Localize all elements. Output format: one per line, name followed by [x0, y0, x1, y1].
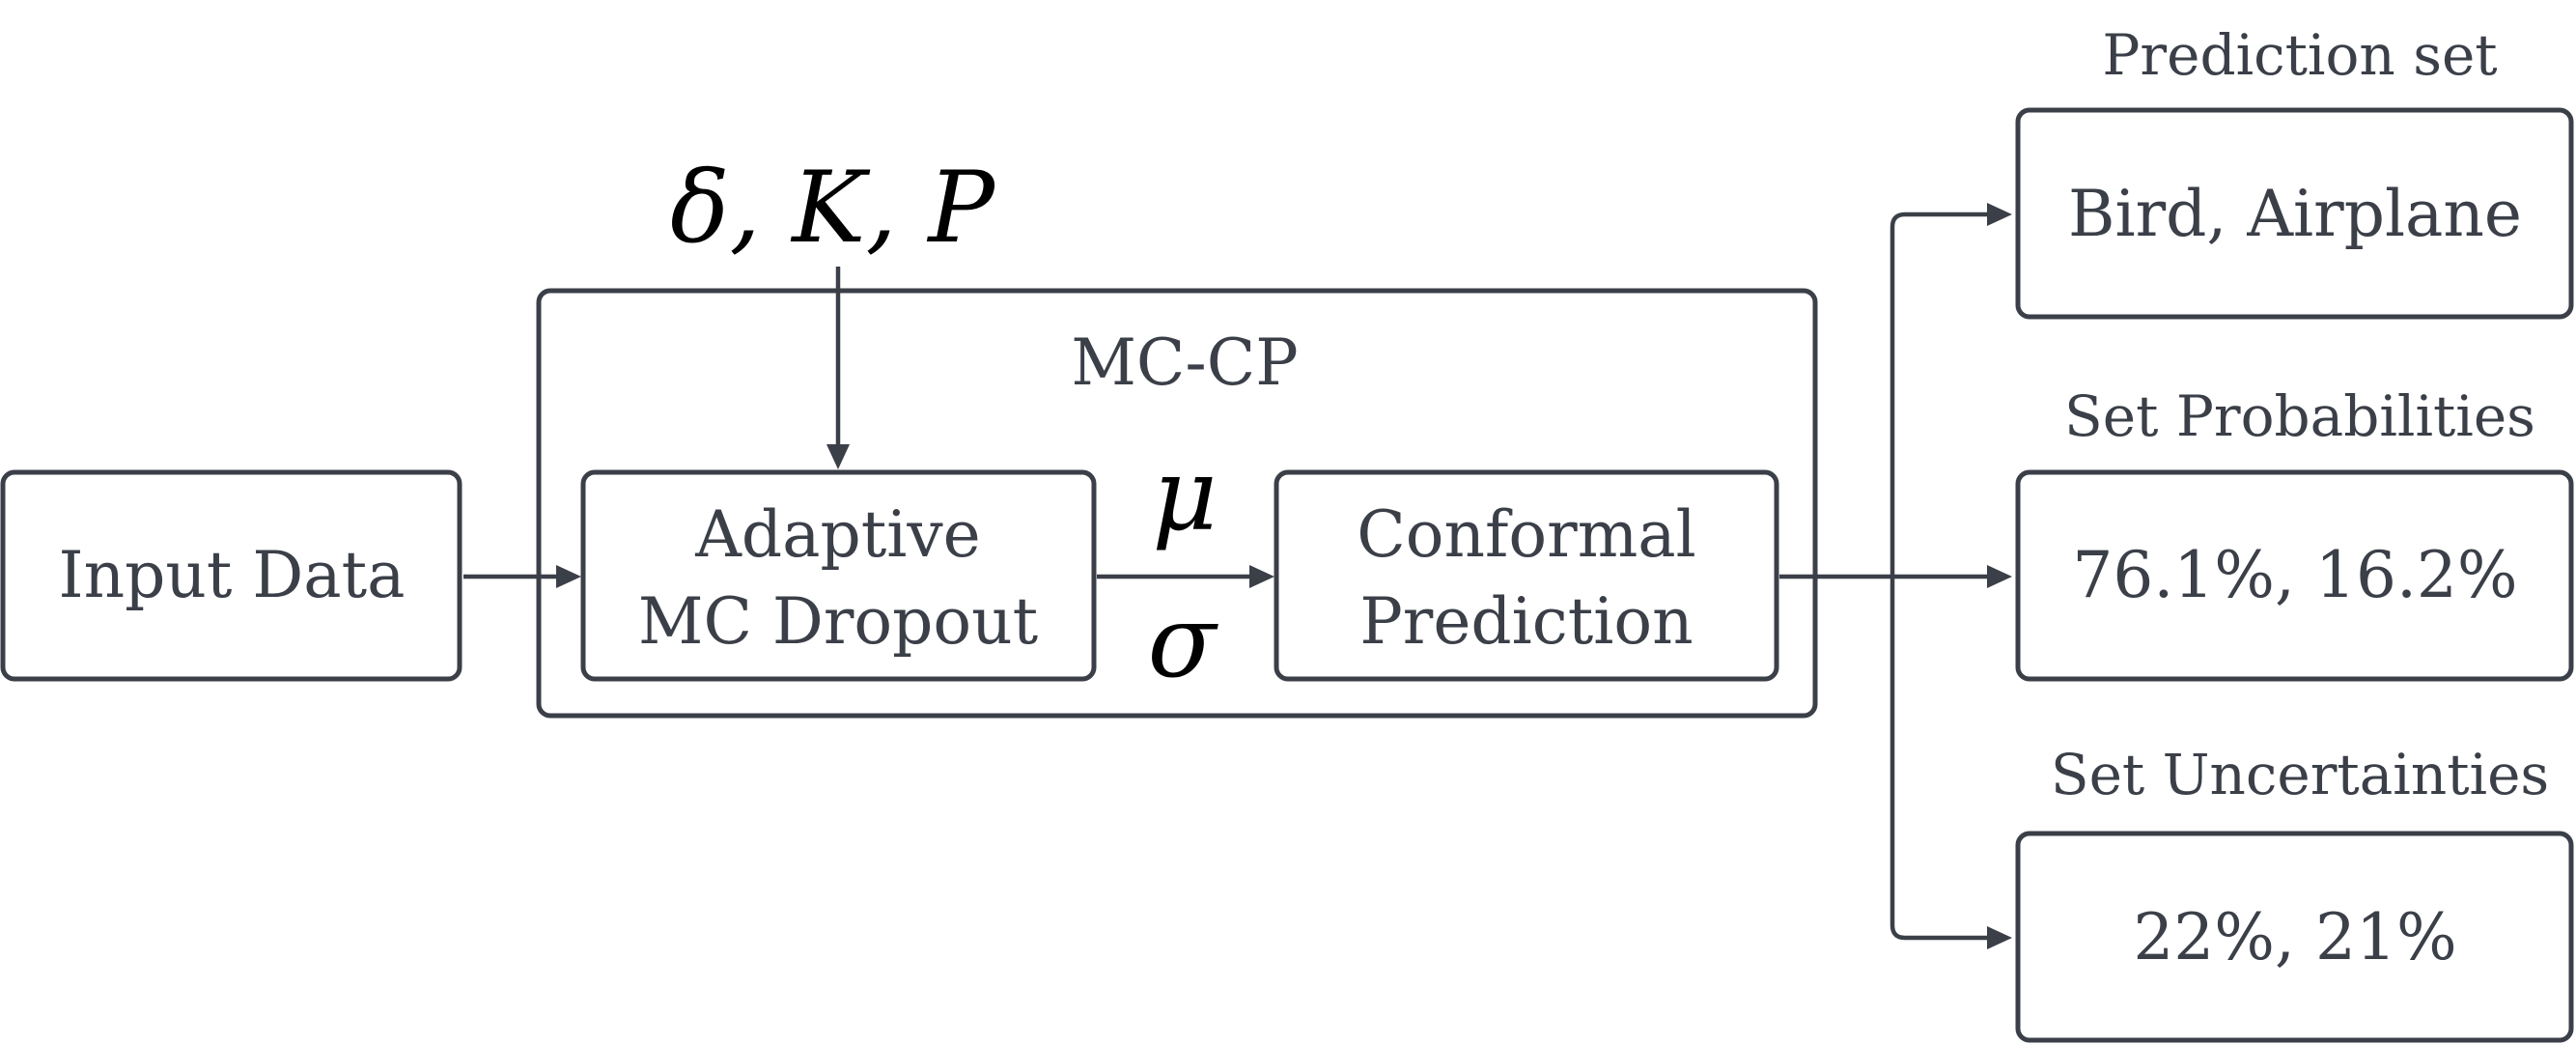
- arrowhead-to-prediction-set: [1987, 203, 2012, 226]
- output-box-set-uncertainties: [2015, 831, 2574, 1043]
- conformal-prediction-line1: Conformal: [1357, 497, 1696, 572]
- output-value-prediction-set: Bird, Airplane: [2068, 177, 2522, 251]
- adaptive-mc-dropout-line1: Adaptive: [694, 497, 981, 572]
- output-box-prediction-set: [2015, 107, 2574, 320]
- arrowhead-dropout-to-conformal: [1249, 565, 1274, 588]
- arrowhead-to-uncertainties: [1987, 926, 2012, 949]
- sigma-symbol: σ: [1148, 582, 1219, 700]
- adaptive-mc-dropout-box: [580, 469, 1097, 682]
- mc-cp-container-label: MC-CP: [1071, 325, 1298, 400]
- output-value-set-uncertainties: 22%, 21%: [2133, 900, 2456, 974]
- arrow-branch-to-prediction-set: [1890, 212, 1991, 577]
- conformal-prediction-line2: Prediction: [1359, 584, 1693, 659]
- output-box-set-probabilities: [2015, 469, 2574, 682]
- mu-symbol: μ: [1152, 436, 1218, 553]
- output-title-set-uncertainties: Set Uncertainties: [2051, 742, 2549, 807]
- input-data-label: Input Data: [59, 538, 406, 612]
- arrow-branch-to-uncertainties: [1890, 577, 1991, 941]
- arrowhead-input-to-dropout: [556, 565, 581, 588]
- output-title-set-probabilities: Set Probabilities: [2064, 383, 2535, 449]
- arrowhead-params-to-dropout: [826, 444, 850, 469]
- adaptive-mc-dropout-line2: MC Dropout: [638, 584, 1038, 659]
- parameters-label: δ, K, P: [670, 151, 996, 266]
- output-title-prediction-set: Prediction set: [2102, 22, 2497, 88]
- conformal-prediction-box: [1274, 469, 1779, 682]
- arrowhead-to-probabilities: [1987, 565, 2012, 588]
- output-value-set-probabilities: 76.1%, 16.2%: [2072, 538, 2517, 612]
- input-data-box: [0, 469, 462, 682]
